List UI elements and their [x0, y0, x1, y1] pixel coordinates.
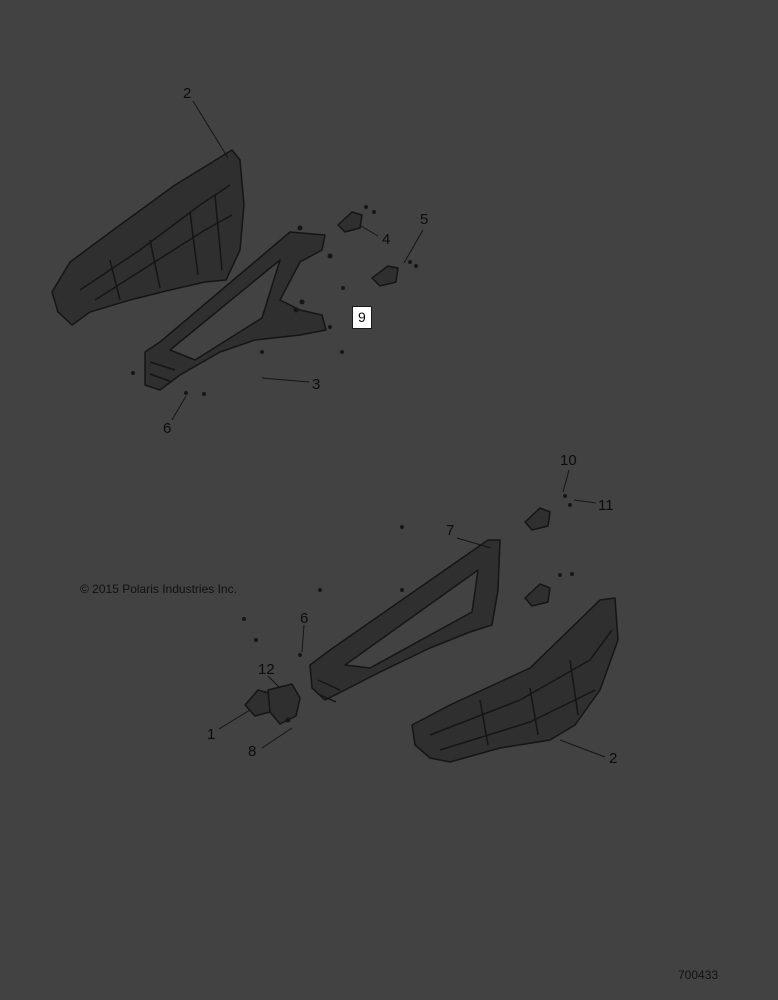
callout-2-top: 2	[183, 85, 192, 102]
latch-bracket-12	[267, 683, 301, 725]
callout-10: 10	[560, 452, 577, 469]
lower-hinge-lower	[524, 583, 551, 607]
figure-number: 700433	[678, 968, 719, 982]
callout-6-bottom: 6	[300, 610, 309, 627]
callout-4: 4	[382, 231, 391, 248]
callout-2-bottom: 2	[609, 750, 618, 767]
lower-hinge-upper	[524, 507, 551, 531]
fasteners	[131, 205, 574, 723]
upper-door-frame	[144, 231, 327, 391]
callout-7: 7	[446, 522, 455, 539]
leader-lines	[171, 100, 606, 758]
upper-door-panel	[51, 149, 245, 326]
lower-door-frame	[309, 539, 501, 703]
upper-hinge-4	[337, 211, 363, 233]
lower-door-panel	[411, 597, 619, 763]
copyright-notice: © 2015 Polaris Industries Inc.	[80, 582, 237, 596]
upper-hinge-5	[371, 265, 399, 287]
callout-12: 12	[258, 661, 275, 678]
callout-6-top: 6	[163, 420, 172, 437]
callout-3: 3	[312, 376, 321, 393]
callout-8: 8	[248, 743, 257, 760]
callout-11: 11	[598, 497, 614, 514]
callout-5: 5	[420, 211, 429, 228]
callout-9: 9	[352, 306, 372, 329]
callout-1: 1	[207, 726, 216, 743]
